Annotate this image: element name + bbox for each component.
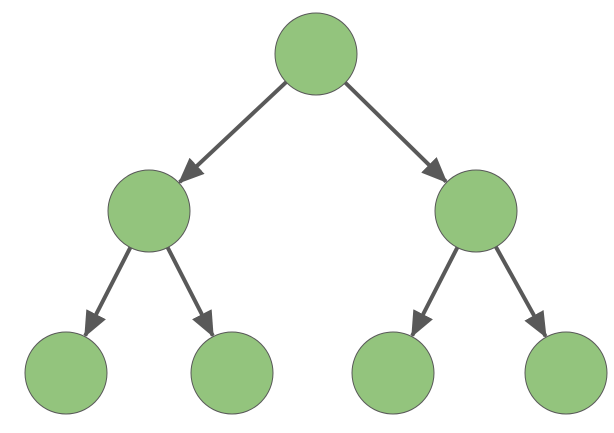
edge-root-to-right-child <box>343 80 448 184</box>
edge-root-to-left-child <box>178 79 289 184</box>
nodes-layer <box>24 12 608 415</box>
edge-right-child-to-leaf-4 <box>493 245 548 339</box>
leaf-node-1 <box>24 331 108 415</box>
edge-left-child-to-leaf-1 <box>83 245 133 338</box>
right-child-node <box>434 169 518 253</box>
root-node <box>274 12 358 96</box>
edges-layer <box>83 79 548 339</box>
edge-left-child-to-leaf-2 <box>165 245 215 338</box>
leaf-node-2 <box>190 331 274 415</box>
leaf-node-3 <box>351 331 435 415</box>
left-child-node <box>107 169 191 253</box>
edge-right-child-to-leaf-3 <box>410 245 460 338</box>
leaf-node-4 <box>524 331 608 415</box>
